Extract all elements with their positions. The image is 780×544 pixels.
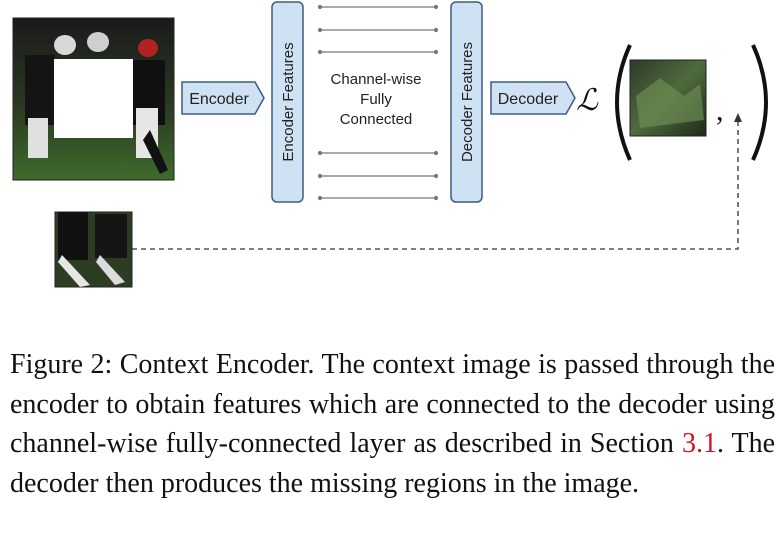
- encoder-label: Encoder: [189, 91, 249, 108]
- encoder-features-label: Encoder Features: [280, 42, 297, 161]
- decoder-block: Decoder: [491, 82, 575, 114]
- loss-symbol: ℒ: [576, 83, 599, 118]
- fc-label-line2: Fully: [360, 91, 392, 108]
- masked-region: [54, 59, 133, 138]
- decoder-label: Decoder: [498, 91, 559, 108]
- figure-title: Context Encoder.: [120, 349, 315, 380]
- loss-right-paren: [753, 45, 766, 160]
- figure-caption: Figure 2: Context Encoder. The context i…: [10, 345, 775, 503]
- decoder-features-block: Decoder Features: [451, 2, 482, 202]
- fc-label-line1: Channel-wise: [331, 71, 422, 88]
- dashed-arrow-head: [734, 113, 742, 122]
- encoder-block: Encoder: [182, 82, 264, 114]
- loss-left-paren: [617, 45, 630, 160]
- input-context-image: [13, 18, 174, 180]
- context-encoder-diagram: Encoder Encoder Features Channel-wise Fu…: [0, 0, 780, 300]
- section-reference-link[interactable]: 3.1: [682, 428, 717, 459]
- ground-truth-patch-image: [55, 212, 132, 287]
- loss-comma: ,: [716, 94, 724, 127]
- ground-truth-dashed-arrow: [132, 120, 738, 249]
- encoder-features-block: Encoder Features: [272, 2, 303, 202]
- fc-label-line3: Connected: [340, 111, 413, 128]
- decoder-features-label: Decoder Features: [459, 42, 476, 162]
- figure-label: Figure 2:: [10, 349, 112, 380]
